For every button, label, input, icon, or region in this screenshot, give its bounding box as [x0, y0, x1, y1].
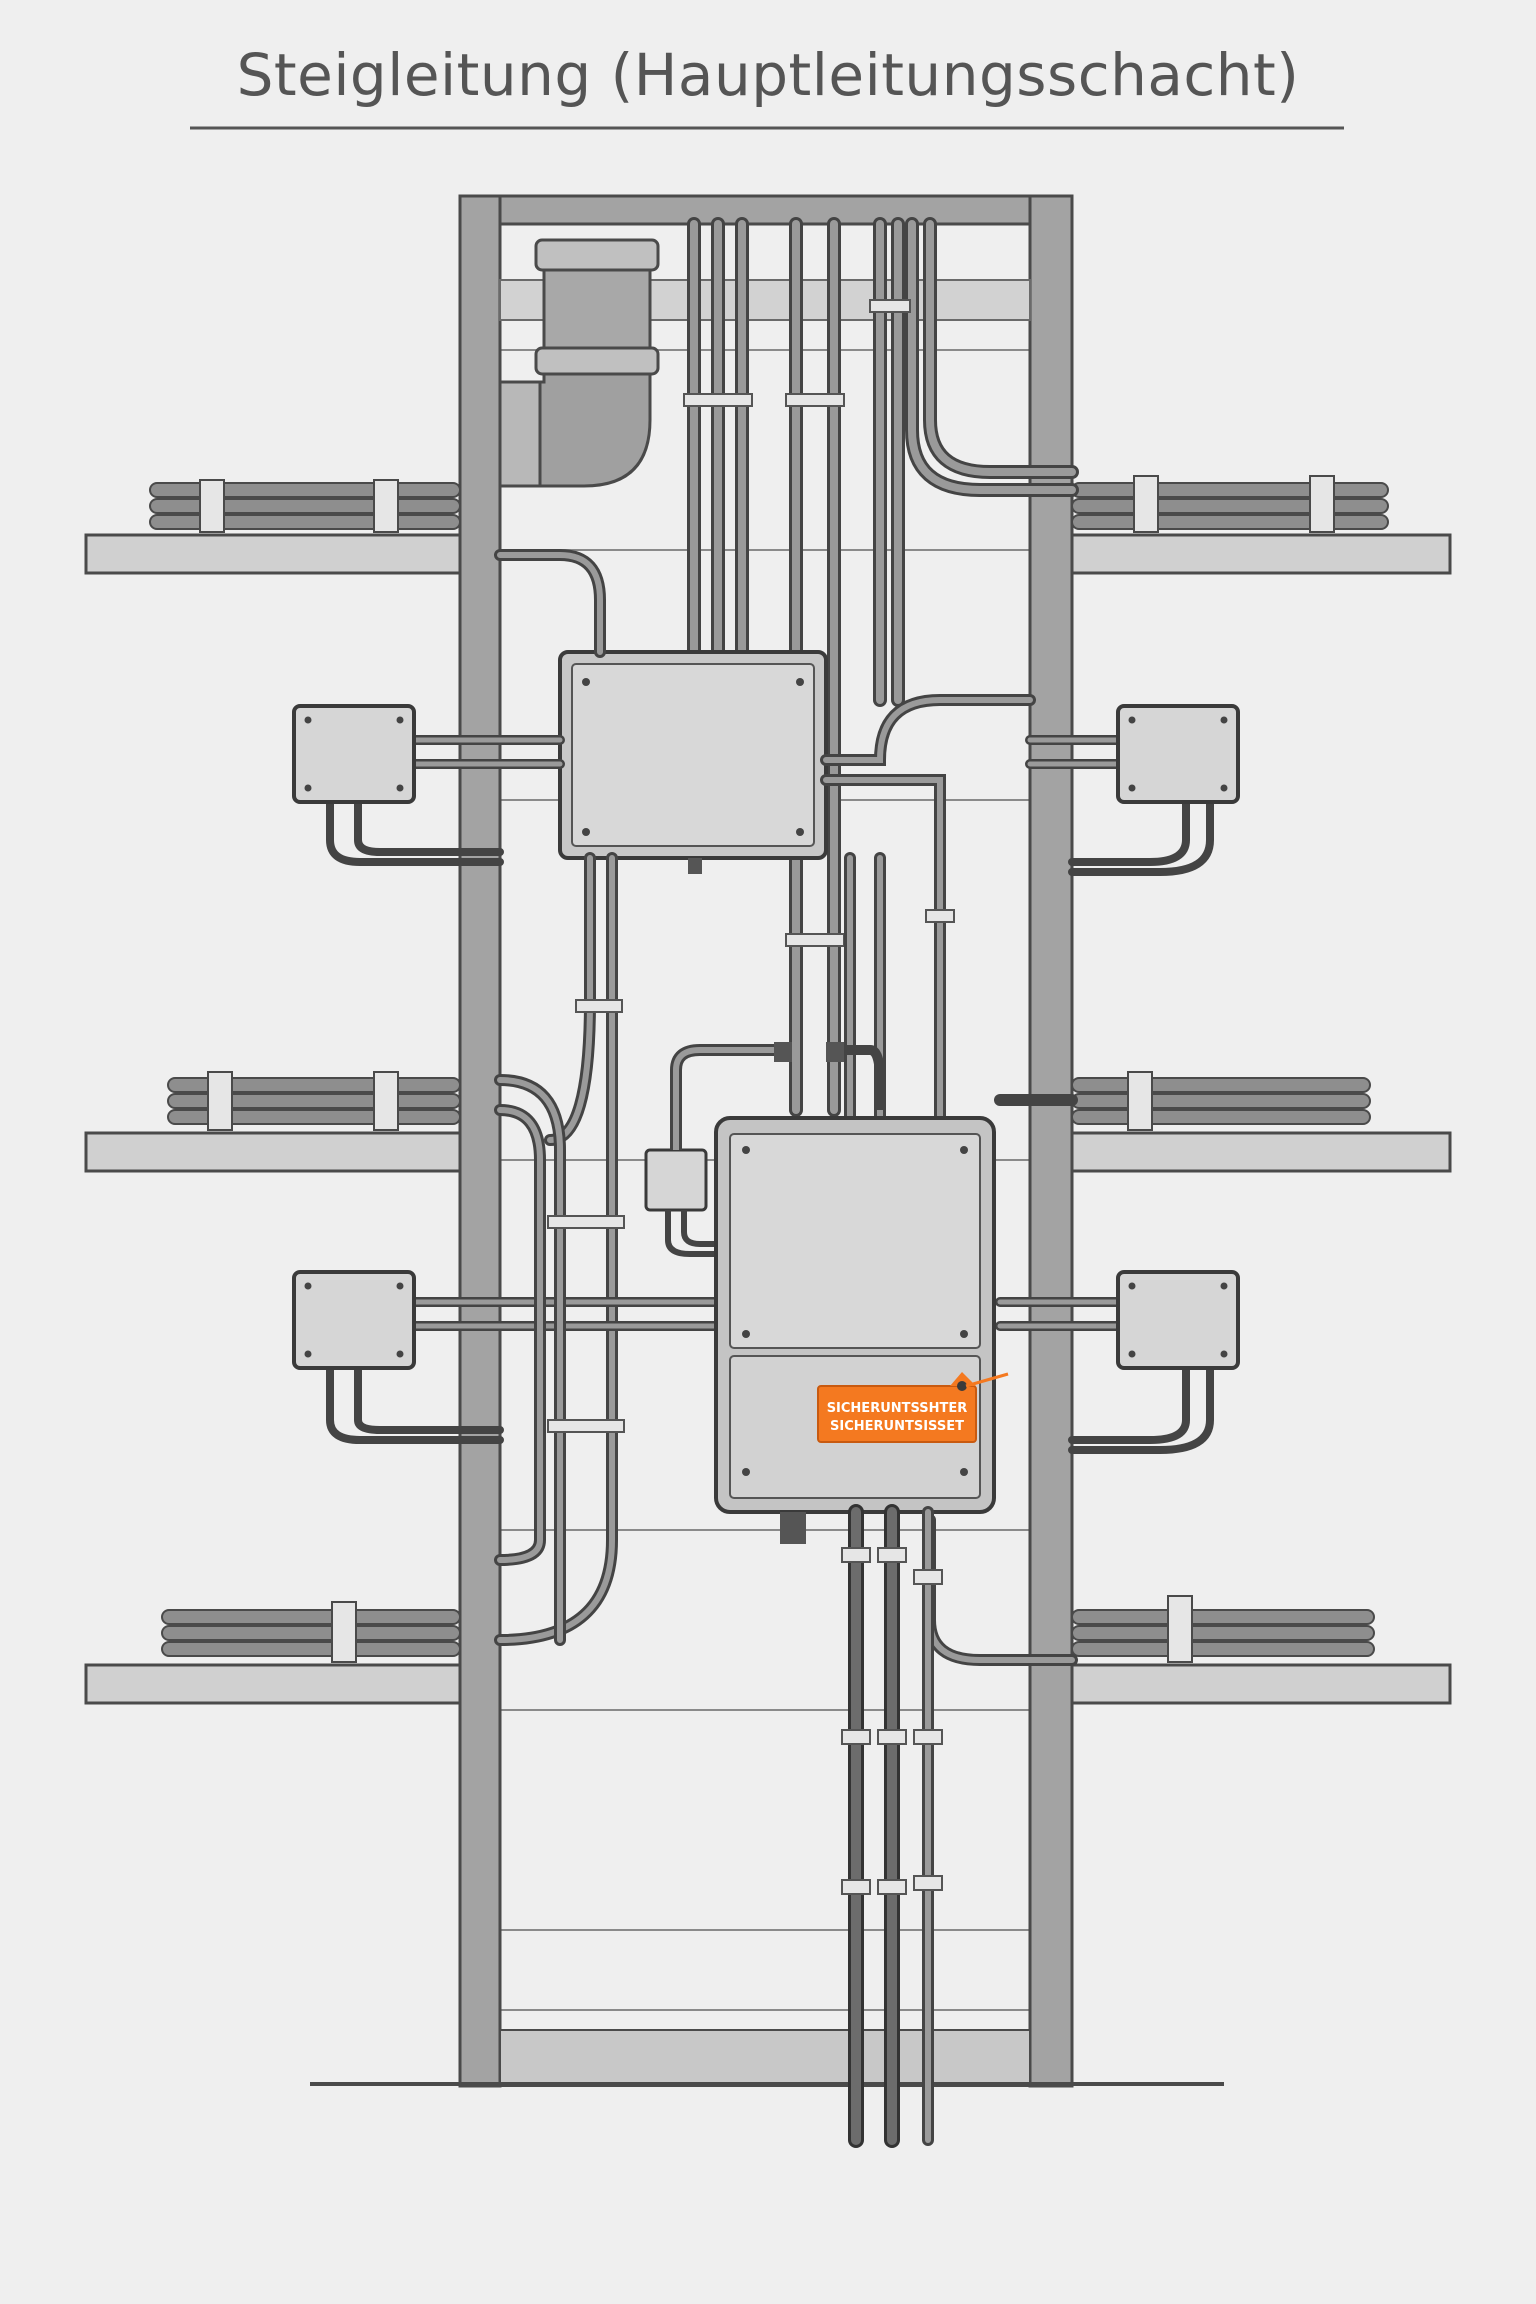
left-junction-box-1	[292, 704, 416, 804]
upper-distribution-box	[558, 650, 828, 874]
cable-bundle-left-2	[167, 1071, 461, 1131]
diagram-title: Steigleitung (Hauptleitungsschacht)	[237, 41, 1300, 109]
shelf-cable-bundles	[149, 475, 1389, 1663]
main-distribution-panel	[714, 1116, 996, 1544]
warning-label-line-1: SICHERUNTSSHTER	[827, 1401, 968, 1416]
shaft-frame	[310, 194, 1224, 2088]
right-junction-box-1	[1116, 704, 1240, 804]
cable-bundle-right-2	[1071, 1071, 1371, 1131]
distribution-cables	[326, 549, 1214, 1666]
right-shelves	[1070, 533, 1452, 1705]
vertical-cables	[683, 217, 1079, 1117]
main-panel-feed	[670, 1042, 885, 1150]
cable-bundle-right-1	[1071, 475, 1389, 533]
left-junction-box-2	[292, 1270, 416, 1370]
small-junction-box	[644, 1148, 722, 1257]
warning-label-line-2: SICHERUNTSISSET	[830, 1419, 964, 1434]
cable-bundle-right-3	[1071, 1595, 1375, 1663]
right-junction-box-2	[1116, 1270, 1240, 1370]
fuse-warning-label: SICHERUNTSSHTER SICHERUNTSISSET	[817, 1372, 1009, 1443]
cable-bundle-left-1	[149, 479, 461, 533]
left-shelves	[84, 533, 462, 1705]
bottom-vertical-cables	[841, 1504, 943, 2148]
cable-bundle-left-3	[161, 1601, 461, 1663]
drain-pipe	[498, 238, 660, 488]
